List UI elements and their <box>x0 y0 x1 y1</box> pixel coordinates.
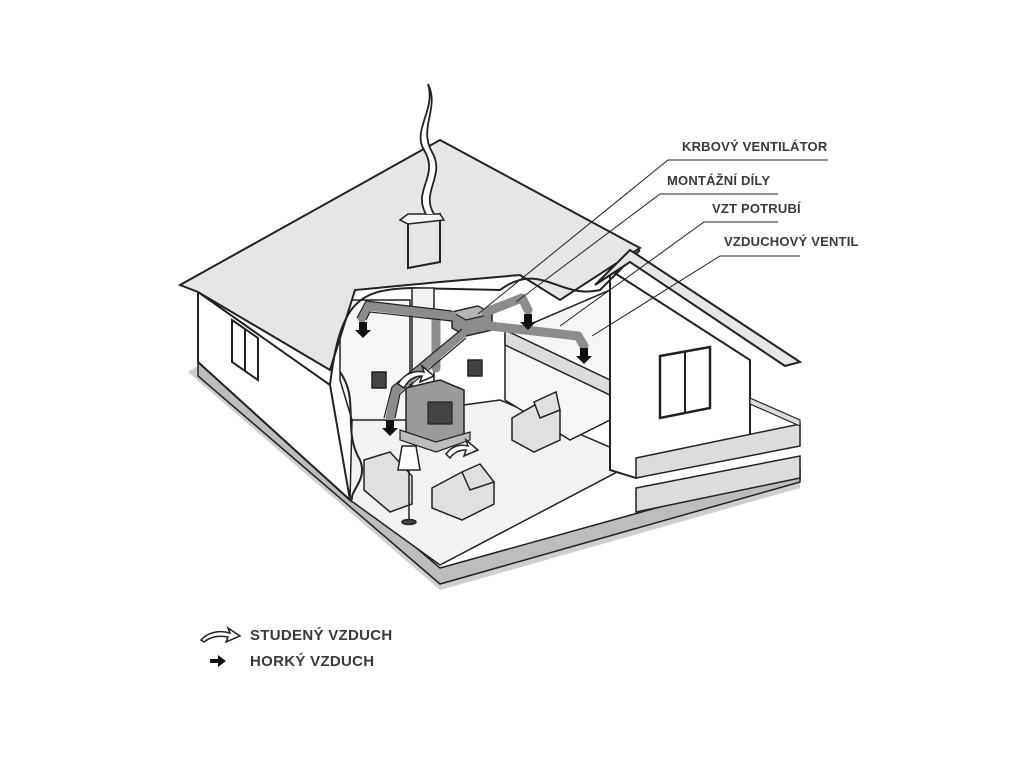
legend-row-cold-air: STUDENÝ VZDUCH <box>198 622 393 648</box>
callout-vzt-potrubi: VZT POTRUBÍ <box>712 201 801 216</box>
leader-krbovy-ventilator <box>477 159 828 315</box>
legend: STUDENÝ VZDUCH HORKÝ VZDUCH <box>198 622 393 674</box>
callout-krbovy-ventilator: KRBOVÝ VENTILÁTOR <box>682 139 828 154</box>
gable-window <box>658 345 712 420</box>
floor-lamp <box>397 445 421 526</box>
cold-air-arrows <box>396 363 480 460</box>
hot-air-arrows <box>355 314 592 436</box>
hot-air-arrow-icon <box>198 650 250 672</box>
cold-air-arrow-icon <box>198 624 250 646</box>
wall-cut-edge <box>339 371 363 501</box>
armchair-right <box>511 390 561 453</box>
callout-montazni-dily: MONTÁŽNÍ DÍLY <box>667 173 770 188</box>
chimney-smoke <box>419 83 438 215</box>
leader-montazni-dily <box>515 193 778 303</box>
ventilation-duct-outlines <box>356 300 467 419</box>
legend-label-hot-air: HORKÝ VZDUCH <box>250 652 375 670</box>
left-wall-window <box>231 318 259 382</box>
gable-roof <box>594 248 803 368</box>
callout-leaders <box>477 159 828 337</box>
legend-row-hot-air: HORKÝ VZDUCH <box>198 648 393 674</box>
fireplace <box>399 379 471 453</box>
terrace-railing <box>635 397 801 513</box>
roof-cut-edge <box>329 249 641 386</box>
legend-label-cold-air: STUDENÝ VZDUCH <box>250 626 393 644</box>
chimney <box>398 212 446 270</box>
callout-vzduchovy-ventil: VZDUCHOVÝ VENTIL <box>724 234 859 249</box>
leader-vzduchovy-ventil <box>591 255 800 337</box>
floor-slab <box>197 360 801 585</box>
wall-vents <box>371 359 483 389</box>
armchair-center <box>431 463 496 521</box>
leader-vzt-potrubi <box>559 221 778 327</box>
